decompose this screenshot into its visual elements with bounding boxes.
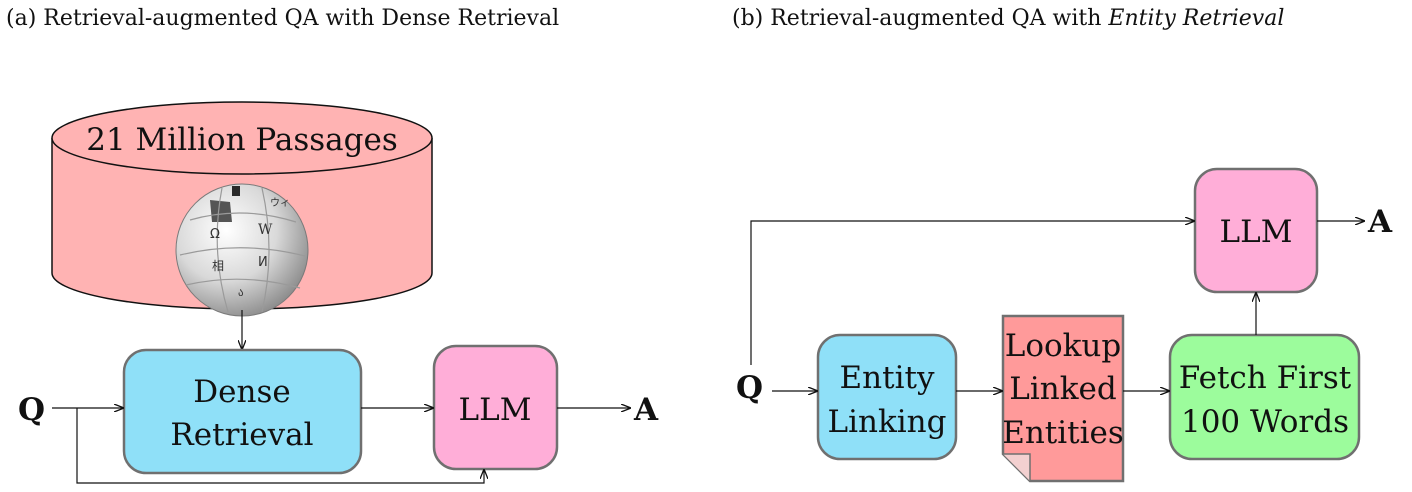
dense-retrieval-line2: Retrieval [170,417,313,453]
llm-box-b: LLM [1193,167,1319,294]
lookup-document: Lookup Linked Entities [1001,314,1125,483]
panel-b-caption-emphasis: Entity Retrieval [1108,6,1285,31]
llm-label-a: LLM [459,392,532,428]
database-label: 21 Million Passages [86,122,398,158]
dense-retrieval-line1: Dense [193,374,290,410]
wikipedia-globe-icon: Ω W И 相 ウィ ა [175,183,309,317]
svg-text:ウィ: ウィ [270,197,290,209]
panel-b: Q Entity Linking Lookup Linked Entities … [736,167,1393,483]
panel-b-caption: (b) Retrieval-augmented QA with Entity R… [732,6,1284,31]
svg-text:相: 相 [212,259,224,273]
fetch-first-words-box: Fetch First 100 Words [1168,333,1361,461]
q-bypass-to-llm-b-arrow [750,221,1194,365]
svg-text:ა: ა [238,286,244,299]
q-bypass-to-llm-arrow [76,408,484,484]
lookup-line3: Entities [1002,415,1124,451]
answer-label-b: A [1367,204,1393,240]
question-label-a: Q [18,392,45,428]
panel-a: 21 Million Passages Ω W И 相 ウィ ა Dense R… [18,101,659,484]
answer-label-a: A [633,392,659,428]
fetch-line1: Fetch First [1179,360,1352,396]
llm-label-b: LLM [1220,214,1293,250]
lookup-line1: Lookup [1005,328,1122,364]
entity-linking-line2: Linking [828,404,947,440]
question-label-b: Q [736,370,763,406]
entity-linking-line1: Entity [840,360,935,396]
svg-text:И: И [258,255,268,270]
lookup-line2: Linked [1009,371,1116,407]
panel-a-caption: (a) Retrieval-augmented QA with Dense Re… [6,6,560,31]
svg-text:W: W [258,222,273,238]
svg-text:Ω: Ω [210,227,220,242]
panel-b-caption-prefix: (b) Retrieval-augmented QA with [732,6,1109,31]
fetch-line2: 100 Words [1181,404,1349,440]
entity-linking-box: Entity Linking [816,333,958,461]
llm-box-a: LLM [432,344,559,471]
dense-retrieval-box: Dense Retrieval [122,348,363,475]
